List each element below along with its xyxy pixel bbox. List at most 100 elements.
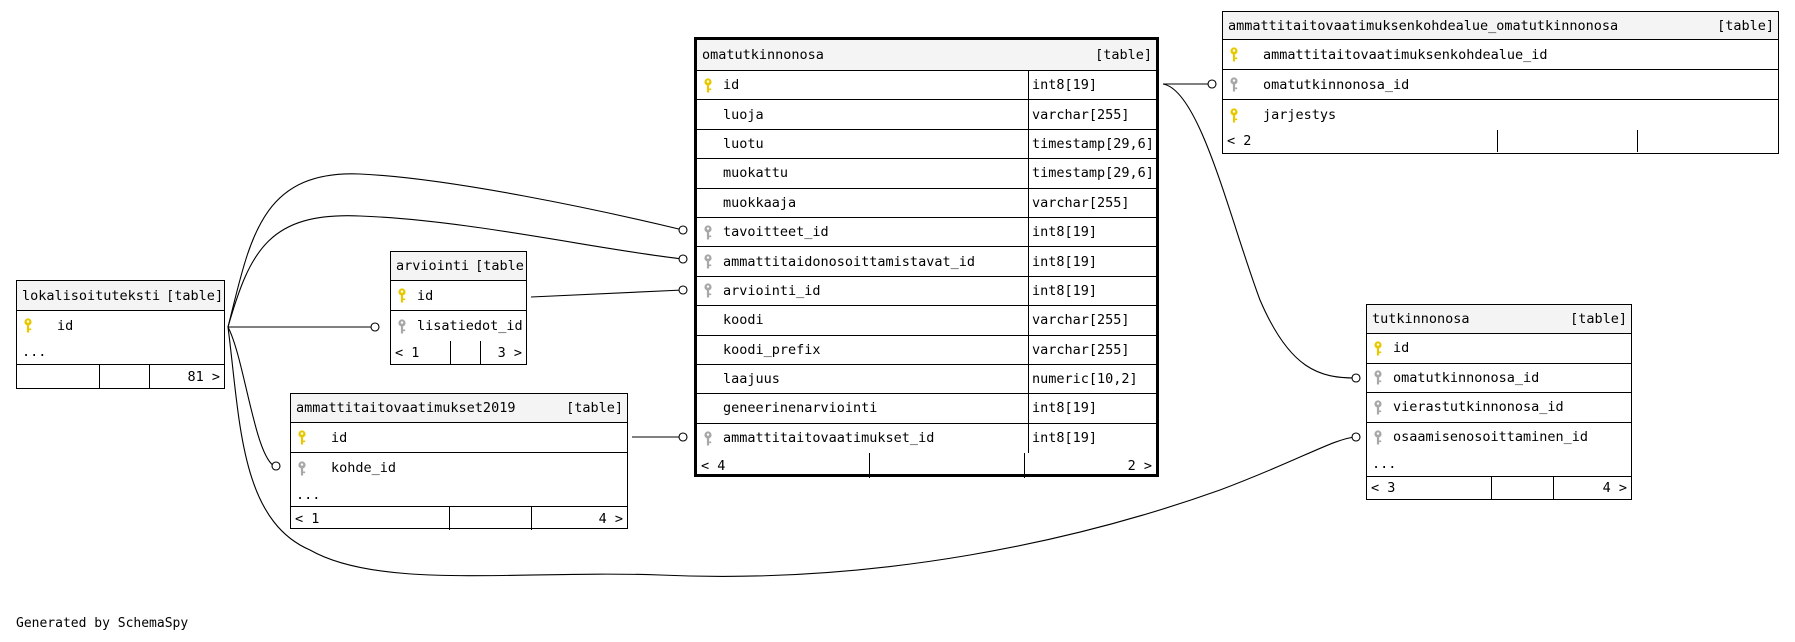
column-name-cell: luotu [697, 130, 1028, 158]
column-row-id[interactable]: id [391, 281, 526, 311]
table-header[interactable]: ammattitaitovaatimukset2019 [table] [291, 394, 627, 423]
column-row-id[interactable]: id [1367, 334, 1631, 364]
table-header[interactable]: ammattitaitovaatimuksenkohdealue_omatutk… [1223, 12, 1778, 40]
primary-key-icon [396, 287, 411, 304]
footer-prev[interactable] [17, 365, 99, 389]
column-row-id[interactable]: id [291, 423, 627, 453]
column-name-cell: vierastutkinnonosa_id [1367, 393, 1631, 422]
foreign-key-icon [1228, 76, 1243, 93]
table-header[interactable]: tutkinnonosa [table] [1367, 305, 1631, 334]
column-row-id[interactable]: id [17, 311, 224, 340]
edge-end-arviointi [678, 285, 688, 295]
column-name: id [417, 287, 434, 304]
column-name-cell: id [17, 311, 224, 340]
edge-end-omatutkinnonosa-tutkinnonosa [1351, 373, 1361, 383]
column-name: koodi [723, 312, 764, 329]
no-key-spacer [702, 371, 717, 388]
table-tutkinnonosa[interactable]: tutkinnonosa [table] id omatutkinnonosa_i… [1366, 304, 1632, 500]
footer-prev[interactable]: < 3 [1371, 480, 1396, 496]
more-columns: ... [22, 344, 47, 360]
column-row-omatutkinnonosa-id[interactable]: omatutkinnonosa_id [1367, 364, 1631, 393]
column-name: ammattitaitovaatimukset_id [723, 430, 935, 447]
column-type: numeric[10,2] [1028, 364, 1156, 394]
foreign-key-icon [296, 460, 311, 477]
column-name: vierastutkinnonosa_id [1393, 399, 1564, 416]
edge-end-lisatiedot [370, 322, 380, 332]
table-header[interactable]: omatutkinnonosa [table] [697, 40, 1156, 71]
column-row-geneerinenarviointi[interactable]: geneerinenarviointi int8[19] [697, 394, 1156, 424]
table-header[interactable]: arviointi [table] [391, 252, 526, 281]
column-name: omatutkinnonosa_id [1263, 76, 1410, 93]
edge-end-ammattitaitovaatimukset [678, 432, 688, 442]
column-type: int8[19] [1028, 394, 1156, 423]
column-name-cell: kohde_id [291, 453, 627, 483]
column-row-kohde-id[interactable]: kohde_id [291, 453, 627, 483]
generated-by-footer: Generated by SchemaSpy [16, 616, 189, 631]
table-lokalisoituteksti[interactable]: lokalisoituteksti [table] id ... 81 > [16, 280, 225, 389]
table-tag: [table] [1095, 47, 1152, 63]
column-name: luotu [723, 135, 764, 152]
footer-next[interactable]: 4 > [531, 507, 627, 530]
footer-prev[interactable]: < 2 [1227, 133, 1252, 149]
no-key-spacer [702, 194, 717, 211]
table-arviointi[interactable]: arviointi [table] id lisatiedot_id < 1 3 … [390, 251, 527, 365]
more-columns-row[interactable]: ... [291, 483, 627, 507]
column-name: muokattu [723, 165, 789, 182]
footer-prev[interactable]: < 1 [295, 510, 320, 527]
column-name: luoja [723, 106, 764, 123]
no-key-spacer [702, 165, 717, 182]
column-name: geneerinenarviointi [723, 400, 878, 417]
footer-next[interactable]: 4 > [1553, 477, 1631, 499]
foreign-key-icon [1372, 399, 1387, 416]
column-row-lisatiedot-id[interactable]: lisatiedot_id [391, 311, 526, 341]
footer-middle [449, 507, 531, 530]
table-name: ammattitaitovaatimukset2019 [296, 400, 516, 416]
table-tag: [table] [566, 400, 623, 416]
column-row-vierastutkinnonosa-id[interactable]: vierastutkinnonosa_id [1367, 393, 1631, 423]
table-ammattitaitovaatimuksenkohdealue-omatutkinnonosa[interactable]: ammattitaitovaatimuksenkohdealue_omatutk… [1222, 11, 1779, 154]
column-type: timestamp[29,6] [1028, 159, 1156, 188]
column-type: int8[19] [1028, 276, 1156, 306]
column-name-cell: id [391, 281, 526, 310]
footer-prev[interactable]: < 4 [701, 457, 726, 474]
foreign-key-icon [1372, 369, 1387, 386]
footer-prev[interactable]: < 1 [395, 344, 420, 361]
footer-middle [99, 365, 149, 389]
column-row-jarjestys[interactable]: jarjestys [1223, 100, 1778, 130]
more-columns-row[interactable]: ... [17, 340, 224, 365]
column-name-cell: osaamisenosoittaminen_id [1367, 423, 1631, 453]
footer-next[interactable]: 2 > [1024, 453, 1156, 479]
no-key-spacer [702, 341, 717, 358]
footer-next[interactable] [1637, 130, 1778, 152]
column-name-cell: muokkaaja [697, 189, 1028, 217]
primary-key-icon [1372, 340, 1387, 357]
column-row-ammattitaitovaatimuksenkohdealue-id[interactable]: ammattitaitovaatimuksenkohdealue_id [1223, 40, 1778, 70]
table-header[interactable]: lokalisoituteksti [table] [17, 281, 224, 311]
column-row-muokattu[interactable]: muokattu timestamp[29,6] [697, 159, 1156, 189]
table-name: omatutkinnonosa [702, 47, 824, 63]
footer-next[interactable]: 3 > [480, 341, 526, 364]
footer-next[interactable]: 81 > [149, 365, 224, 389]
column-row-osaamisenosoittaminen-id[interactable]: osaamisenosoittaminen_id [1367, 423, 1631, 453]
column-name-cell: id [1367, 334, 1631, 363]
column-row-omatutkinnonosa-id[interactable]: omatutkinnonosa_id [1223, 70, 1778, 100]
column-name: id [1393, 340, 1410, 357]
table-tag: [table] [1717, 17, 1774, 34]
table-name: tutkinnonosa [1372, 311, 1470, 327]
more-columns-row[interactable]: ... [1367, 452, 1631, 477]
edge-end-kohde [271, 461, 281, 471]
